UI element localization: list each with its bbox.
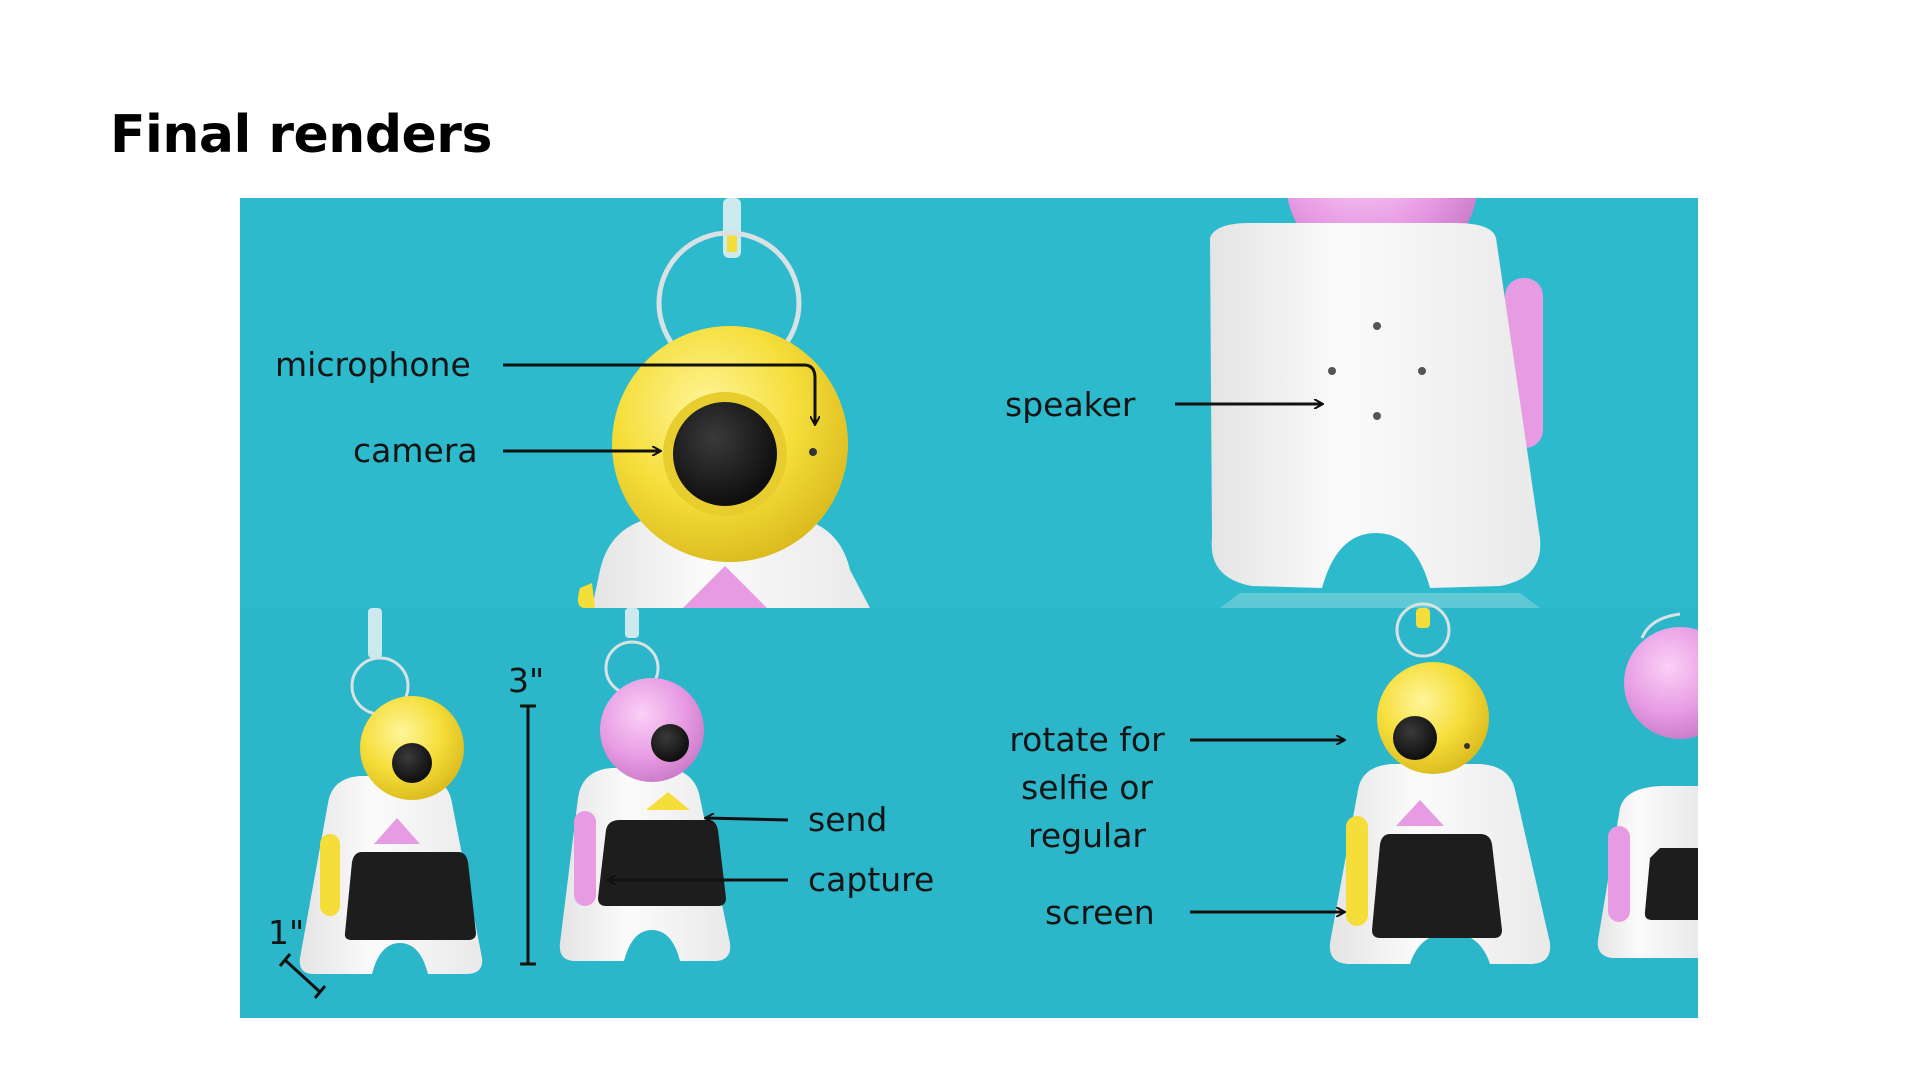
capture-label: capture [808, 860, 935, 899]
height-dimension [520, 704, 536, 966]
page-title: Final renders [110, 105, 492, 165]
yellow-device [299, 608, 483, 974]
screen-label: screen [1045, 893, 1155, 932]
speaker-backview [1210, 198, 1543, 608]
render-panel: microphone camera speaker 3" 1" send cap… [240, 198, 1698, 1018]
send-label: send [808, 800, 888, 839]
callout-arrows [503, 363, 1344, 912]
camera-label: camera [353, 431, 478, 470]
rotate-label-line2: selfie or [1021, 768, 1153, 807]
microphone-label: microphone [275, 345, 471, 384]
render-illustration [240, 198, 1698, 1018]
height-label: 3" [508, 661, 545, 700]
speaker-label: speaker [1005, 385, 1136, 424]
camera-head-closeup [612, 326, 848, 562]
rotate-label-line1: rotate for [1009, 720, 1165, 759]
rotate-label-line3: regular [1028, 816, 1146, 855]
depth-label: 1" [268, 913, 305, 952]
pink-device [559, 608, 731, 961]
yellow-device-front [1329, 602, 1551, 964]
pink-device-partial [1597, 612, 1698, 958]
depth-dimension [278, 953, 327, 999]
